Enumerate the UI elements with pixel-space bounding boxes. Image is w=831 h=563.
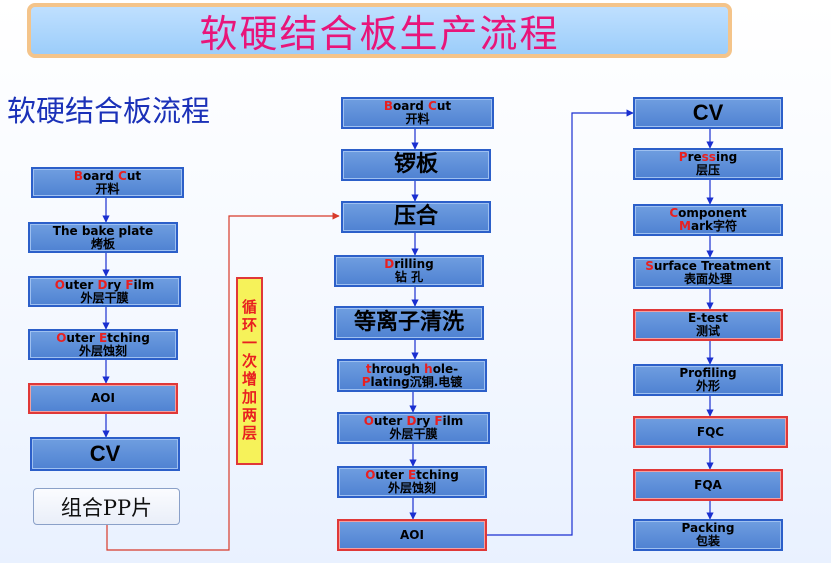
step-label-en: Outer Dry Film [54,277,155,292]
step-label-en: CV [89,441,121,467]
step-label-en: Component [669,206,747,221]
left-step-cv: CV [30,437,180,471]
step-label-cn: 外层蚀刻 [387,481,436,495]
step-label-cn: 包装 [695,534,720,548]
step-label-en: Profiling [679,366,737,381]
step-label-en: 压合 [393,204,438,230]
step-label-en: The bake plate [52,223,154,238]
step-label-en: FQA [694,477,722,492]
step-label-en: AOI [91,391,115,406]
loop-back-connector [106,212,340,551]
left-step-board-cut: Board Cut 开料 [31,167,184,198]
left-step-outer-dry-film: Outer Dry Film 外层干膜 [28,276,181,307]
step-label-en: CV [692,100,724,126]
step-label-en: Outer Etching [365,468,459,483]
right-step-surface-treatment: Surface Treatment 表面处理 [633,257,783,289]
step-label-cn: 钻 孔 [394,270,424,284]
step-label-en: Pressing [678,150,738,165]
pp-sheet-note: 组合PP片 [33,488,180,525]
step-label-en: 等离子清洗 [353,310,464,336]
step-label-en: AOI [400,527,424,542]
banner-title: 软硬结合板生产流程 [199,12,560,56]
step-label-en: through hole- [365,361,459,376]
middle-step-routing: 锣板 [341,149,491,181]
step-label-cn: 开料 [405,112,430,126]
step-label-cn: 外层干膜 [80,290,129,305]
step-label-en: Surface Treatment [645,259,771,274]
middle-step-outer-dry-film: Outer Dry Film 外层干膜 [337,412,490,444]
middle-step-plasma-clean: 等离子清洗 [334,306,484,340]
step-label-cn: 烤板 [90,236,115,251]
step-label-cn: 外层蚀刻 [78,343,127,358]
step-label-en: FQC [696,424,725,439]
step-label-en: Outer Etching [56,330,150,345]
right-step-profiling: Profiling 外形 [633,364,783,396]
middle-step-outer-etching: Outer Etching 外层蚀刻 [337,466,487,498]
left-step-aoi: AOI [28,383,178,414]
step-label-en: Board Cut [73,168,142,183]
right-step-fqa: FQA [633,469,783,501]
loop-note-text: 循环一次增加两层 [240,299,258,443]
left-step-outer-etching: Outer Etching 外层蚀刻 [28,329,178,360]
aoi-to-cv-connector [485,109,634,536]
step-label-cn: Mark字符 [679,219,737,233]
middle-step-pth: through hole- Plating沉铜.电镀 [337,359,487,392]
left-step-bake-plate: The bake plate 烤板 [28,222,178,253]
right-step-component-mark: Component Mark字符 [633,204,783,236]
right-step-packing: Packing 包装 [633,519,783,551]
step-label-cn: 外层干膜 [389,427,438,441]
middle-step-lamination: 压合 [341,201,491,233]
step-label-en: Packing [681,521,735,536]
right-step-e-test: E-test 测试 [633,309,783,341]
middle-step-drilling: Drilling 钻 孔 [334,255,484,287]
middle-step-aoi: AOI [337,519,487,551]
step-label-en: 锣板 [393,152,438,178]
title-banner: 软硬结合板生产流程 [27,3,732,58]
loop-note-box: 循环一次增加两层 [236,277,263,465]
step-label-en: E-test [688,311,728,326]
subtitle: 软硬结合板流程 [7,94,211,128]
step-label-cn: Plating沉铜.电镀 [361,374,463,389]
step-label-cn: 测试 [695,324,720,338]
right-step-pressing: Pressing 层压 [633,148,783,180]
right-step-cv: CV [633,97,783,129]
step-label-cn: 外形 [695,379,720,393]
right-step-fqc: FQC [633,416,788,448]
step-label-cn: 层压 [695,163,720,177]
step-label-en: Board Cut [383,99,452,114]
middle-step-board-cut: Board Cut 开料 [341,97,494,129]
step-label-cn: 表面处理 [683,272,732,286]
step-label-cn: 开料 [95,181,120,196]
step-label-en: Drilling [384,257,434,272]
step-label-en: Outer Dry Film [363,414,464,429]
